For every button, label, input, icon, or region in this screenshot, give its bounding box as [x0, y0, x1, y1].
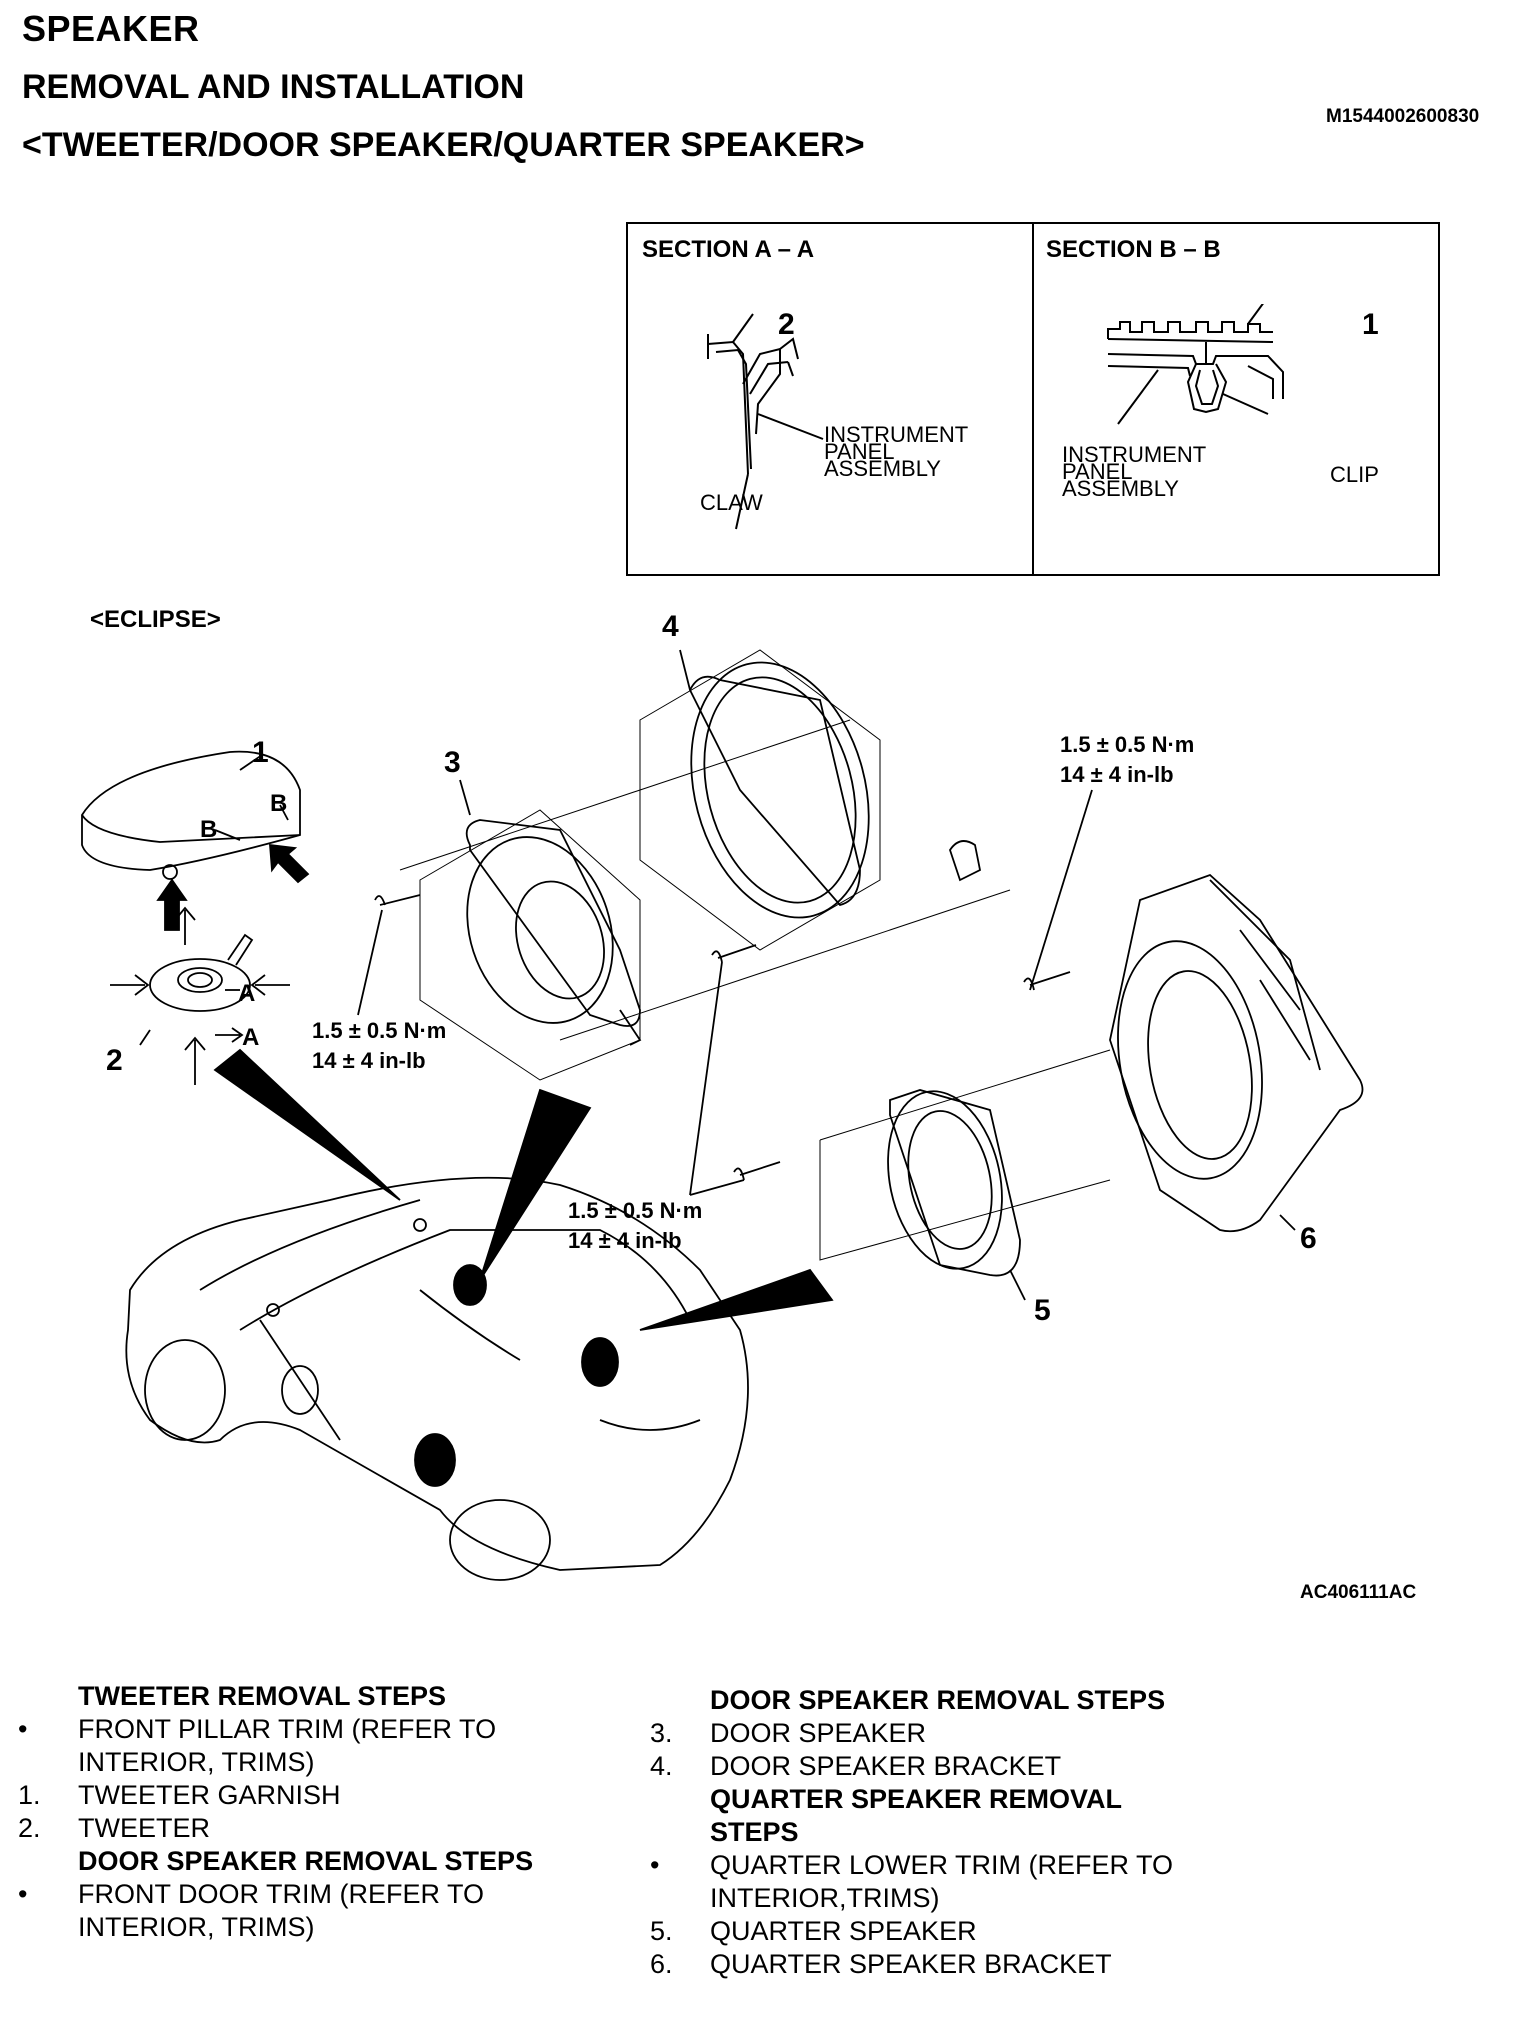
step-item: 1. TWEETER GARNISH [18, 1779, 638, 1812]
steps-right-column: DOOR SPEAKER REMOVAL STEPS 3. DOOR SPEAKER… [650, 1684, 1350, 1981]
panel-label-line: ASSEMBLY [824, 456, 941, 481]
callout-2: 2 [106, 1044, 123, 1077]
document-id: M1544002600830 [1326, 106, 1480, 127]
section-b-clip-label: CLIP [1330, 462, 1379, 487]
torque-metric: 1.5 ± 0.5 N·m [568, 1198, 703, 1223]
step-text: QUARTER LOWER TRIM (REFER TO [710, 1850, 1174, 1880]
step-item: INTERIOR,TRIMS) [650, 1882, 1350, 1915]
page-title: SPEAKER [22, 8, 200, 49]
step-text: DOOR SPEAKER [710, 1718, 927, 1748]
step-text: DOOR SPEAKER REMOVAL STEPS [710, 1685, 1166, 1715]
car-outline [125, 1176, 749, 1571]
torque-imperial: 14 ± 4 in-lb [312, 1048, 426, 1073]
step-marker: 3. [650, 1718, 673, 1748]
page-subtitle: REMOVAL AND INSTALLATION [22, 68, 525, 106]
section-a-drawing [707, 313, 824, 530]
step-text: QUARTER SPEAKER BRACKET [710, 1949, 1112, 1979]
step-item: • FRONT PILLAR TRIM (REFER TO [18, 1713, 638, 1746]
step-item: INTERIOR, TRIMS) [18, 1746, 638, 1779]
step-marker: 4. [650, 1751, 673, 1781]
step-item: 5. QUARTER SPEAKER [650, 1915, 1350, 1948]
steps-heading: STEPS [650, 1816, 1350, 1849]
step-marker: 5. [650, 1916, 673, 1946]
step-item: INTERIOR, TRIMS) [18, 1911, 638, 1944]
tweeter [149, 958, 251, 1012]
section-b-callout: 1 [1362, 308, 1379, 341]
steps-heading: DOOR SPEAKER REMOVAL STEPS [18, 1845, 638, 1878]
section-a-title: SECTION A – A [642, 236, 815, 263]
section-divider [1032, 224, 1034, 574]
step-text: TWEETER [78, 1813, 210, 1843]
section-a-claw-label: CLAW [700, 490, 763, 515]
step-item: 6. QUARTER SPEAKER BRACKET [650, 1948, 1350, 1981]
step-text: INTERIOR, TRIMS) [78, 1747, 315, 1777]
panel-label-line: ASSEMBLY [1062, 476, 1179, 501]
section-a-panel-label: INSTRUMENT PANEL ASSEMBLY [824, 422, 969, 481]
callout-6: 6 [1300, 1222, 1317, 1255]
panel-label-line: INSTRUMENT [824, 422, 969, 447]
step-text: TWEETER GARNISH [78, 1780, 341, 1810]
section-b-drawing [1107, 304, 1284, 425]
section-a-callout: 2 [778, 308, 795, 341]
view-mark-b: B [200, 816, 218, 843]
section-b-panel-label: INSTRUMENT PANEL ASSEMBLY [1062, 442, 1207, 501]
panel-label-line: PANEL [824, 439, 895, 464]
section-b-title: SECTION B – B [1046, 236, 1221, 263]
step-marker: 2. [18, 1813, 41, 1843]
step-text: FRONT PILLAR TRIM (REFER TO [78, 1714, 497, 1744]
panel-label-line: INSTRUMENT [1062, 442, 1207, 467]
torque-metric: 1.5 ± 0.5 N·m [1060, 732, 1195, 757]
step-text: STEPS [710, 1817, 799, 1847]
step-text: DOOR SPEAKER BRACKET [710, 1751, 1062, 1781]
torque-spec-bracket: 1.5 ± 0.5 N·m 14 ± 4 in-lb [1060, 730, 1194, 790]
torque-spec-door: 1.5 ± 0.5 N·m 14 ± 4 in-lb [312, 1016, 446, 1076]
steps-heading: DOOR SPEAKER REMOVAL STEPS [650, 1684, 1350, 1717]
step-item: 2. TWEETER [18, 1812, 638, 1845]
page-scope: <TWEETER/DOOR SPEAKER/QUARTER SPEAKER> [22, 126, 865, 164]
panel-label-line: PANEL [1062, 459, 1133, 484]
exploded-view-drawing [81, 649, 1364, 1581]
quarter-speaker [889, 1089, 1021, 1277]
callout-4: 4 [662, 610, 679, 643]
callout-5: 5 [1034, 1294, 1051, 1327]
step-text: INTERIOR, TRIMS) [78, 1912, 315, 1942]
step-text: INTERIOR,TRIMS) [710, 1883, 940, 1913]
step-text: FRONT DOOR TRIM (REFER TO [78, 1879, 485, 1909]
steps-heading: QUARTER SPEAKER REMOVAL [650, 1783, 1350, 1816]
torque-metric: 1.5 ± 0.5 N·m [312, 1018, 447, 1043]
figure-id: AC406111AC [1300, 1582, 1417, 1603]
step-item: • FRONT DOOR TRIM (REFER TO [18, 1878, 638, 1911]
step-item: 3. DOOR SPEAKER [650, 1717, 1350, 1750]
step-text: QUARTER SPEAKER REMOVAL [710, 1784, 1123, 1814]
steps-heading: TWEETER REMOVAL STEPS [18, 1680, 638, 1713]
callout-3: 3 [444, 746, 461, 779]
callout-1: 1 [252, 736, 269, 769]
quarter-speaker-bracket [1109, 873, 1364, 1233]
steps-left-column: TWEETER REMOVAL STEPS • FRONT PILLAR TRIM … [18, 1680, 638, 1944]
step-marker: • [650, 1850, 660, 1880]
step-marker: 1. [18, 1780, 41, 1810]
section-detail-box: SECTION A – A SECTION B – B 2 INSTRUMENT… [626, 222, 1440, 576]
variant-label: <ECLIPSE> [90, 606, 221, 633]
step-marker: • [18, 1879, 28, 1909]
torque-spec-quarter: 1.5 ± 0.5 N·m 14 ± 4 in-lb [568, 1196, 702, 1256]
torque-imperial: 14 ± 4 in-lb [568, 1228, 682, 1253]
tweeter-garnish [81, 750, 301, 871]
step-item: • QUARTER LOWER TRIM (REFER TO [650, 1849, 1350, 1882]
step-text: QUARTER SPEAKER [710, 1916, 977, 1946]
view-mark-a: A [242, 1024, 260, 1051]
step-text: DOOR SPEAKER REMOVAL STEPS [78, 1846, 534, 1876]
step-item: 4. DOOR SPEAKER BRACKET [650, 1750, 1350, 1783]
view-mark-b: B [270, 790, 288, 817]
torque-imperial: 14 ± 4 in-lb [1060, 762, 1174, 787]
view-mark-a: A [238, 980, 256, 1007]
step-marker: 6. [650, 1949, 673, 1979]
step-text: TWEETER REMOVAL STEPS [78, 1681, 447, 1711]
step-marker: • [18, 1714, 28, 1744]
